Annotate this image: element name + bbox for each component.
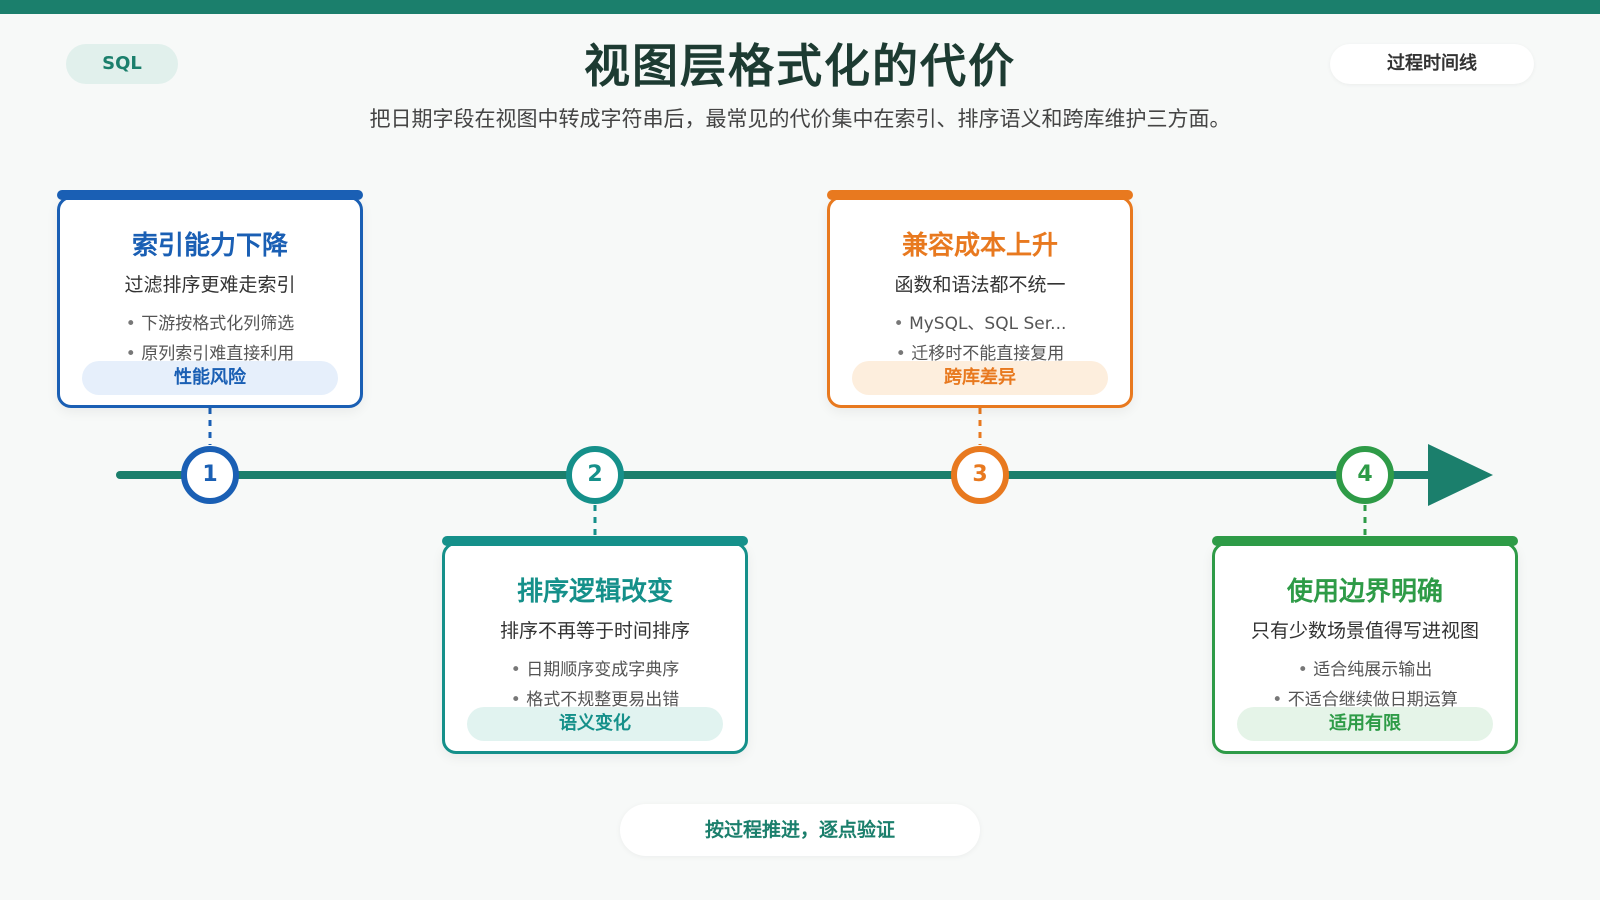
card-accent-bar [827,190,1133,200]
card-bullet: MySQL、SQL Ser... [830,309,1130,339]
card-subtitle: 只有少数场景值得写进视图 [1250,620,1479,642]
card-bullet: 格式不规整更易出错 [445,685,745,715]
footer-pill: 按过程推进，逐点验证 [620,804,980,856]
card-title: 使用边界明确 [1286,577,1443,607]
card-bullet: 迁移时不能直接复用 [830,339,1130,369]
step-node [951,446,1009,504]
card-bullet-list: MySQL、SQL Ser...迁移时不能直接复用 [830,309,1130,369]
card-bullet-list: 日期顺序变成字典序格式不规整更易出错 [445,655,745,715]
step-card: 使用边界明确只有少数场景值得写进视图适合纯展示输出不适合继续做日期运算适用有限 [1212,536,1518,754]
step-node [181,446,239,504]
page-subtitle: 把日期字段在视图中转成字符串后，最常见的代价集中在索引、排序语义和跨库维护三方面… [369,107,1231,131]
card-title: 索引能力下降 [131,231,288,261]
step-node [1336,446,1394,504]
card-subtitle: 过滤排序更难走索引 [124,274,296,296]
card-bullet: 下游按格式化列筛选 [60,309,360,339]
step-node [566,446,624,504]
card-accent-bar [1212,536,1518,546]
card-accent-bar [442,536,748,546]
timeline-arrow [1428,444,1493,506]
card-bullet: 不适合继续做日期运算 [1215,685,1515,715]
step-number: 2 [587,462,603,487]
card-badge: 性能风险 [82,361,338,395]
card-bullet-list: 下游按格式化列筛选原列索引难直接利用 [60,309,360,369]
card-bullet: 日期顺序变成字典序 [445,655,745,685]
step-number: 4 [1357,462,1373,487]
card-badge: 跨库差异 [852,361,1108,395]
step-card: 索引能力下降过滤排序更难走索引下游按格式化列筛选原列索引难直接利用性能风险 [57,190,363,408]
card-bullet: 适合纯展示输出 [1215,655,1515,685]
card-subtitle: 排序不再等于时间排序 [499,620,690,642]
card-title: 排序逻辑改变 [516,577,673,607]
card-badge: 适用有限 [1237,707,1493,741]
step-number: 3 [972,462,988,487]
card-title: 兼容成本上升 [901,231,1058,261]
top-accent-bar [0,0,1600,14]
card-subtitle: 函数和语法都不统一 [894,274,1066,296]
step-card: 排序逻辑改变排序不再等于时间排序日期顺序变成字典序格式不规整更易出错语义变化 [442,536,748,754]
card-bullet: 原列索引难直接利用 [60,339,360,369]
card-bullet-list: 适合纯展示输出不适合继续做日期运算 [1215,655,1515,715]
card-badge: 语义变化 [467,707,723,741]
tag-pill: SQL [66,44,178,84]
page-title: 视图层格式化的代价 [584,39,1016,93]
card-accent-bar [57,190,363,200]
step-number: 1 [202,462,218,487]
mode-pill: 过程时间线 [1330,44,1534,84]
